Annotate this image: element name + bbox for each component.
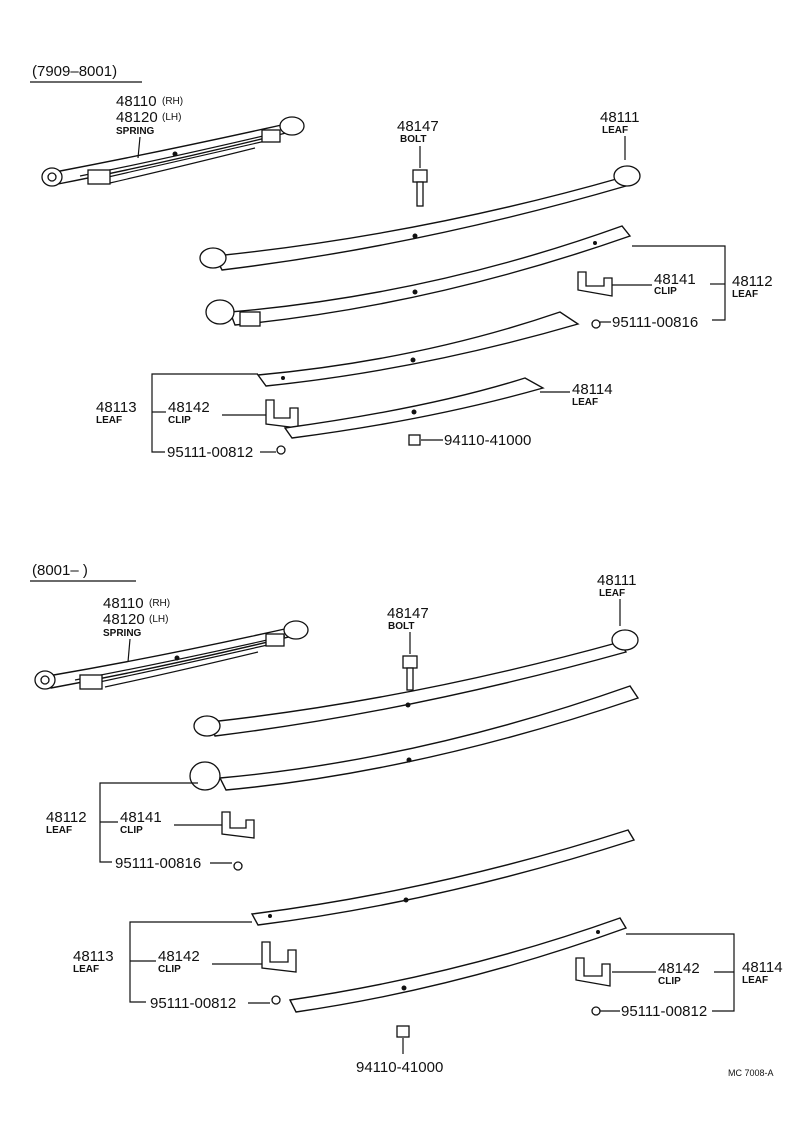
center-bolt-icon [412,169,428,207]
spring-leader [137,136,141,159]
main-leaf-48111 [199,165,641,271]
spring-rh-number: 48110 [116,93,157,110]
center-nut-41000-icon-b [396,1025,410,1038]
clip-48142-label-right: CLIP [658,976,681,987]
leaf-48114-drawing-b [288,917,628,1013]
clip-48142-label: CLIP [168,415,191,426]
section-8001-on: (8001– ) 48110 (RH) 48120 (LH) SPRING 48… [30,562,783,1078]
leaf-48111-label-b: LEAF [599,588,625,599]
leaf-48111-number-b: 48111 [597,572,637,589]
leaf-48111-number: 48111 [600,109,640,126]
leaf-48114-label: LEAF [572,397,598,408]
clip-bolt-00816-icon [591,319,601,329]
leaf-48114-number: 48114 [572,381,613,398]
spring-rh-side-b: (RH) [149,598,170,609]
section-header-bottom: (8001– ) [32,562,88,579]
section-7909-8001: (7909–8001) 48110 (RH) 48120 (LH) SPRING… [30,63,773,461]
leaf-48112-number: 48112 [732,273,773,290]
leaf-48113-label: LEAF [96,415,122,426]
clip-48141-number-b: 48141 [120,809,162,826]
spring-rh-side: (RH) [162,96,183,107]
clip-48142-icon-right [575,957,611,987]
center-nut-41000-number-b: 94110-41000 [356,1059,443,1076]
leaf-48114-label-b: LEAF [742,975,768,986]
leaf-48113-bracket [151,373,258,453]
clip-bolt-00812-number: 95111-00812 [167,444,253,461]
spring-lh-side: (LH) [162,112,181,123]
leaf-48112-bracket [632,245,726,321]
leaf-48113-bracket-b [129,921,252,1003]
center-bolt-number-b: 48147 [387,605,429,622]
center-bolt-label-b: BOLT [388,621,414,632]
center-nut-41000-icon [408,434,421,446]
leaf-48114-number-b: 48114 [742,959,783,976]
spring-rh-number-b: 48110 [103,595,144,612]
spring-lh-side-b: (LH) [149,614,168,625]
clip-bolt-00812-icon [276,445,286,455]
clip-48141-icon-b [221,811,255,839]
leaf-48114-drawing [283,377,545,439]
clip-bolt-00812-number-right: 95111-00812 [621,1003,707,1020]
leaf-48112-drawing [205,225,632,327]
spring-assembly-drawing-top [41,116,305,187]
spring-assembly-drawing-bottom [34,620,309,690]
section-header-top: (7909–8001) [32,63,117,80]
center-bolt-number: 48147 [397,118,439,135]
clip-48141-label-b: CLIP [120,825,143,836]
clip-bolt-00812-icon-left [271,995,281,1005]
clip-48142-number: 48142 [168,399,210,416]
leaf-48112-label: LEAF [732,289,758,300]
clip-48142-number-right: 48142 [658,960,700,977]
leaf-48113-drawing [256,311,580,387]
spring-label: SPRING [116,126,155,137]
clip-bolt-00816-number-b: 95111-00816 [115,855,201,872]
clip-48142-number-left: 48142 [158,948,200,965]
main-leaf-48111-b [193,629,639,737]
center-bolt-label: BOLT [400,134,426,145]
leaf-48113-drawing-b [250,829,636,926]
center-bolt-icon-b [402,655,418,691]
clip-48142-icon [265,399,299,429]
clip-bolt-00812-icon-right [591,1006,601,1016]
leaf-48113-number: 48113 [96,399,137,416]
clip-48141-number: 48141 [654,271,696,288]
spring-lh-number: 48120 [116,109,158,126]
clip-48142-icon-left [261,941,297,973]
leaf-48111-label: LEAF [602,125,628,136]
leaf-48113-number-b: 48113 [73,948,114,965]
spring-label-b: SPRING [103,628,142,639]
clip-bolt-00816-icon-b [233,861,243,871]
center-nut-41000-number: 94110-41000 [444,432,531,449]
clip-48141-icon [577,271,613,297]
clip-48142-label-left: CLIP [158,964,181,975]
leaf-48113-label-b: LEAF [73,964,99,975]
clip-bolt-00816-number: 95111-00816 [612,314,698,331]
leaf-48112-label-b: LEAF [46,825,72,836]
clip-bolt-00812-number-left: 95111-00812 [150,995,236,1012]
leaf-48112-number-b: 48112 [46,809,87,826]
clip-48141-label: CLIP [654,286,677,297]
drawing-code: MC 7008-A [728,1068,774,1078]
spring-lh-number-b: 48120 [103,611,145,628]
